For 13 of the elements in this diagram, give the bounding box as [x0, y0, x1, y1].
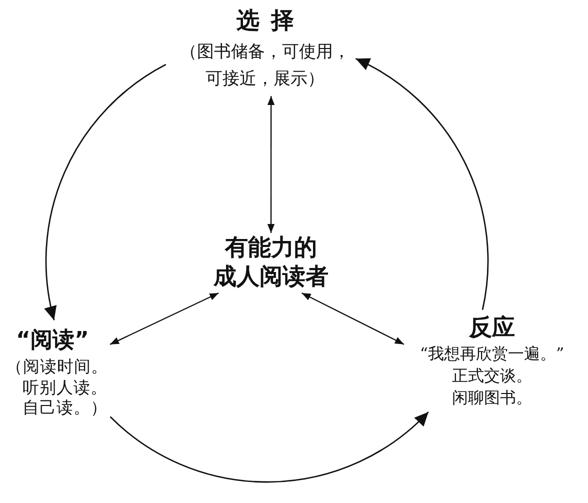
curved-arrow: [355, 58, 489, 310]
curved-arrow: [110, 411, 429, 482]
double-arrow: [110, 292, 219, 345]
curved-arrow: [44, 64, 166, 320]
description: （阅读时间。听别人读。自己读。）: [6, 357, 108, 418]
double-arrow: [267, 96, 275, 233]
center-label: 有能力的成人阅读者: [209, 233, 333, 293]
heading: “阅读”: [16, 328, 89, 354]
description: （图书储备，可使用，可接近，展示）: [180, 41, 350, 91]
heading: 反应: [469, 314, 515, 342]
heading: 选择: [235, 7, 306, 36]
description: “我想再欣赏一遍。”正式交谈。闲聊图书。: [420, 343, 564, 409]
double-arrow: [301, 292, 404, 345]
